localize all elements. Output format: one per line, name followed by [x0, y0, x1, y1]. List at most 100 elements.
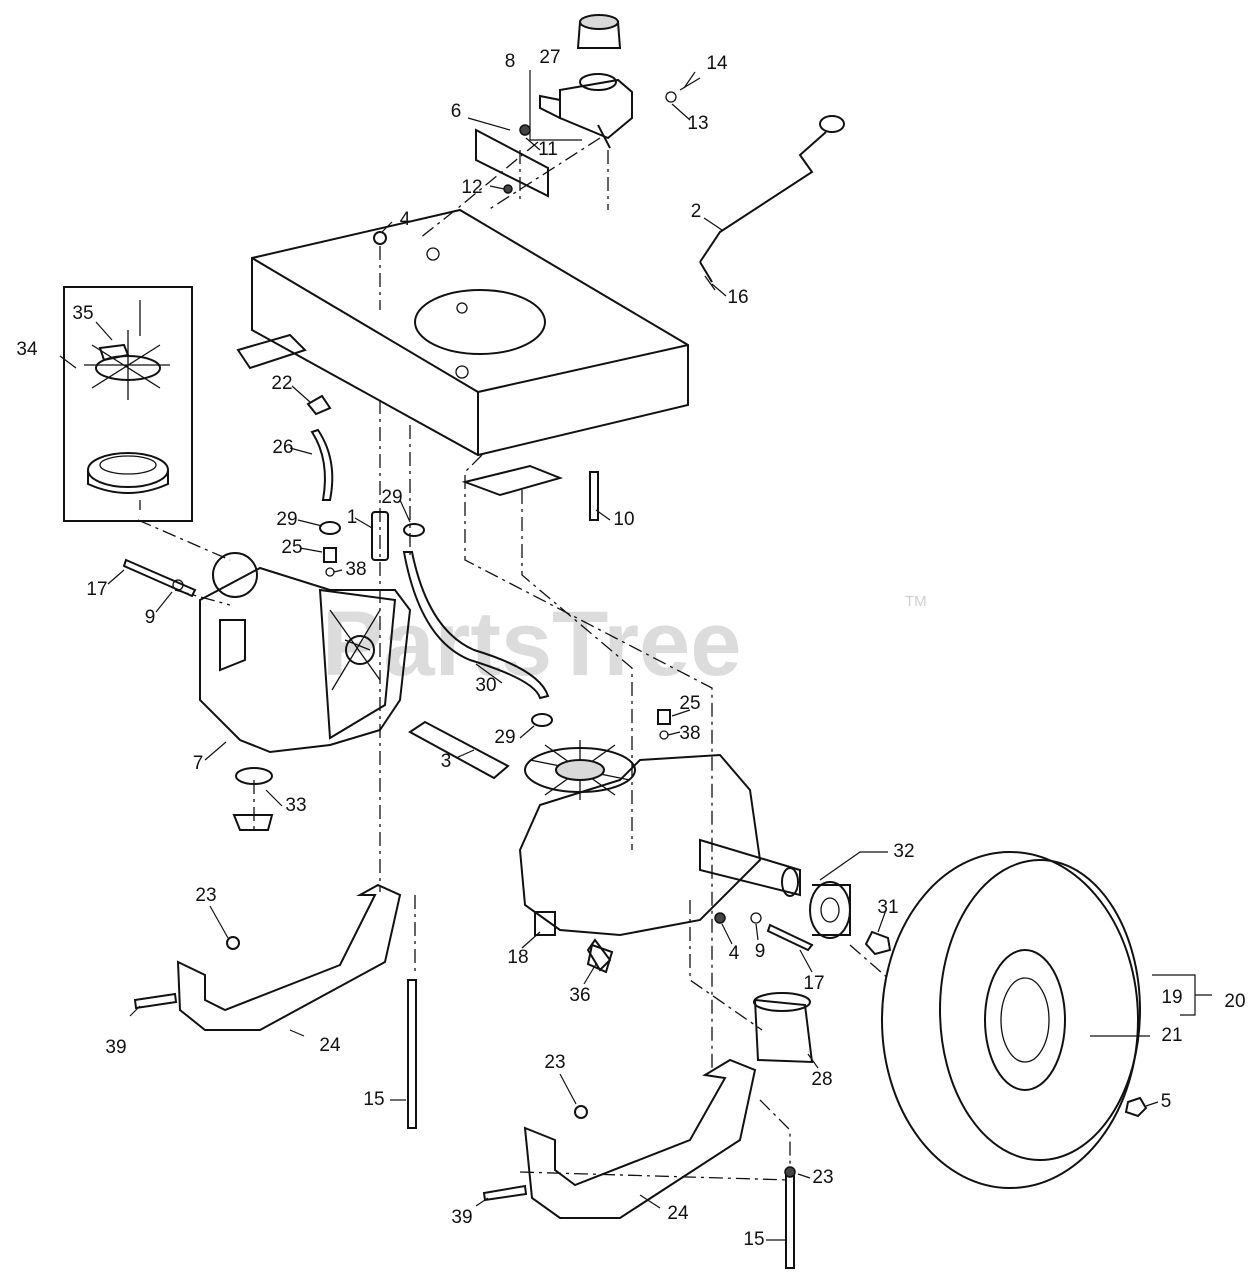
washer-23-drawing [784, 1166, 796, 1178]
part-label-1: 1 [347, 507, 358, 528]
part-label-9: 9 [145, 607, 156, 628]
part-label-38: 38 [679, 723, 700, 744]
part-label-25: 25 [281, 537, 302, 558]
pin-10-drawing [589, 471, 599, 521]
wheel-20-drawing [881, 851, 1196, 1189]
leader-lines [59, 70, 1212, 1241]
reservoir-8-drawing [539, 73, 633, 149]
part-label-29: 29 [494, 727, 515, 748]
part-label-39: 39 [451, 1207, 472, 1228]
screw-14-drawing [679, 77, 701, 91]
part-18-drawing [534, 911, 556, 936]
part-label-2: 2 [691, 201, 702, 222]
part-label-29: 29 [276, 509, 297, 530]
part-label-19: 19 [1161, 987, 1182, 1008]
nut-23-drawing [226, 936, 240, 950]
left-transmission-7-drawing [199, 552, 412, 831]
part-label-6: 6 [451, 101, 462, 122]
part-label-20: 20 [1224, 991, 1245, 1012]
part-label-15: 15 [363, 1089, 384, 1110]
washer-38-drawing [659, 730, 669, 740]
part-label-26: 26 [272, 437, 293, 458]
part-label-25: 25 [679, 693, 700, 714]
right-transmission-drawing [518, 740, 801, 972]
part-label-3: 3 [441, 751, 452, 772]
part-label-23: 23 [195, 885, 216, 906]
grommet-16-drawing [704, 275, 716, 291]
part-label-23: 23 [544, 1052, 565, 1073]
bracket-24-left-drawing [176, 883, 402, 1031]
washer-13-drawing [665, 91, 677, 103]
bolt-15-drawing [785, 1174, 795, 1269]
bolt-39-drawing [133, 992, 178, 1010]
fan-kit-box [63, 286, 193, 522]
fitting-25-drawing [323, 547, 337, 563]
bracket-6-drawing [475, 124, 549, 198]
washer-9-drawing [172, 579, 184, 591]
watermark-trademark: TM [905, 593, 927, 610]
part-label-14: 14 [706, 53, 728, 74]
part-label-21: 21 [1161, 1025, 1182, 1046]
part-label-24: 24 [667, 1203, 689, 1224]
part-label-17: 17 [86, 579, 107, 600]
nut-5-drawing [1124, 1096, 1148, 1118]
part-label-38: 38 [345, 559, 366, 580]
part-label-16: 16 [727, 287, 748, 308]
part-label-15: 15 [743, 1229, 764, 1250]
part-36-drawing [586, 943, 614, 974]
clamp-29-drawing [319, 521, 341, 535]
part-label-34: 34 [16, 339, 38, 360]
part-label-13: 13 [687, 113, 708, 134]
part-label-31: 31 [877, 897, 898, 918]
part-label-18: 18 [507, 947, 528, 968]
frame-plate-drawing [236, 208, 689, 497]
part-label-8: 8 [505, 51, 516, 72]
part-label-27: 27 [539, 47, 560, 68]
hose-26-drawing [310, 428, 334, 501]
washer-9-drawing [750, 912, 762, 924]
clamp-29-drawing [403, 523, 425, 537]
nut-23-drawing [574, 1105, 588, 1119]
shaft-3-drawing [408, 720, 510, 780]
dipstick-2-drawing [699, 115, 845, 283]
part-label-4: 4 [729, 943, 740, 964]
hose-30-drawing [402, 551, 550, 700]
part-label-32: 32 [893, 841, 914, 862]
bolt-15-drawing [407, 979, 417, 1129]
watermark-brand: PartsTree [322, 593, 741, 695]
fitting-25-drawing [657, 709, 671, 725]
part-label-12: 12 [461, 177, 482, 198]
bolt-17-drawing [766, 923, 814, 952]
clamp-29-drawing [531, 713, 553, 727]
bolt-39-drawing [482, 1184, 528, 1202]
part-label-7: 7 [193, 753, 204, 774]
cap-27-drawing [576, 14, 622, 49]
part-label-5: 5 [1161, 1091, 1172, 1112]
part-label-36: 36 [569, 985, 590, 1006]
part-label-35: 35 [72, 303, 93, 324]
bolt-17-drawing [122, 558, 197, 598]
nut-4-drawing [714, 912, 726, 924]
washer-38-drawing [325, 567, 335, 577]
part-label-28: 28 [811, 1069, 832, 1090]
part-label-24: 24 [319, 1035, 341, 1056]
bracket-24-right-drawing [523, 1058, 757, 1219]
part-label-11: 11 [538, 139, 558, 160]
hub-32-drawing [809, 881, 892, 956]
part-label-10: 10 [613, 509, 634, 530]
part-label-29: 29 [381, 487, 402, 508]
part-label-22: 22 [271, 373, 292, 394]
filter-28-drawing [753, 992, 814, 1064]
part-label-39: 39 [105, 1037, 126, 1058]
part-label-4: 4 [400, 209, 411, 230]
part-label-9: 9 [755, 941, 766, 962]
part-label-17: 17 [803, 973, 824, 994]
nut-4-drawing [373, 231, 387, 245]
part-label-23: 23 [812, 1167, 833, 1188]
part-labels: 1 2 3 4 4 5 6 7 8 9 9 10 11 12 13 14 15 … [16, 47, 1245, 1250]
part-label-30: 30 [475, 675, 496, 696]
fitting-22-drawing [306, 394, 332, 416]
centerlines [137, 137, 891, 1181]
part-label-33: 33 [285, 795, 306, 816]
